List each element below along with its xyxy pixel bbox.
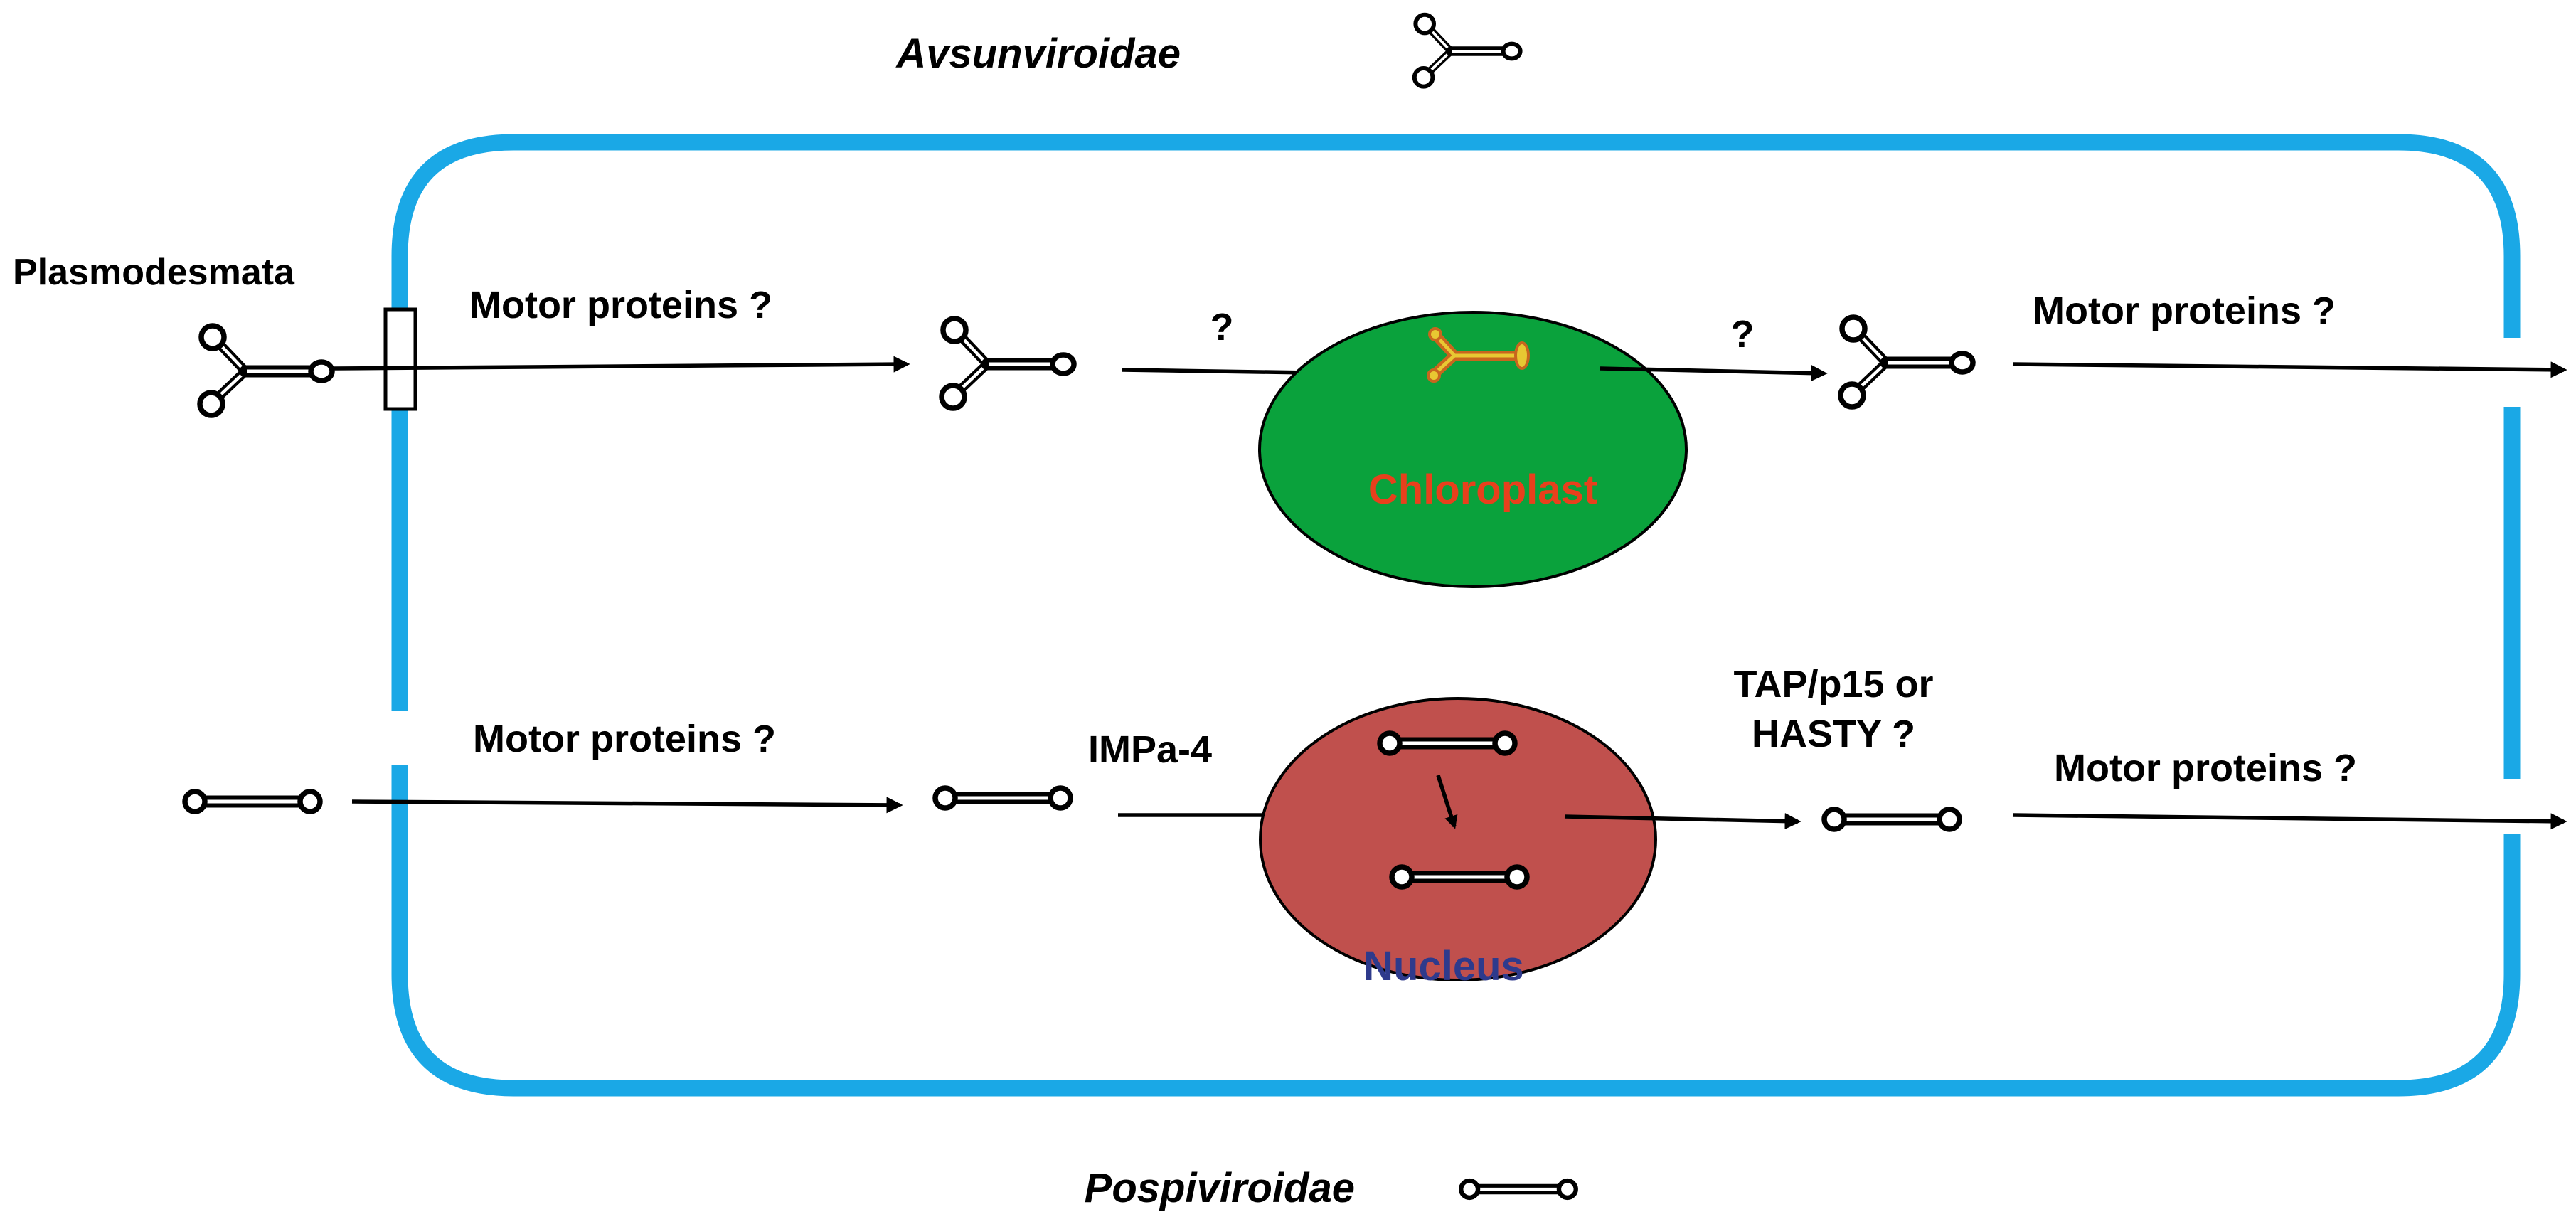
arrow-plasmodesmata-to-cytoplasm bbox=[334, 356, 910, 373]
avsunviroidae-label: Avsunviroidae bbox=[895, 31, 1181, 77]
question-label-chloroplast-export: ? bbox=[1731, 313, 1755, 356]
rod-viroid-exported bbox=[1824, 809, 1959, 829]
nucleus-label: Nucleus bbox=[1363, 943, 1524, 989]
branched-viroid-exported bbox=[1841, 317, 1973, 407]
plasmodesmata-label: Plasmodesmata bbox=[13, 252, 295, 293]
branched-viroid-cytoplasm bbox=[942, 319, 1074, 408]
arrow-nucleus-internal bbox=[1436, 775, 1458, 829]
motor-proteins-label-bottom-left: Motor proteins ? bbox=[473, 718, 776, 760]
arrow-entry-to-cytoplasm-bottom bbox=[351, 797, 903, 814]
question-label-chloroplast-import: ? bbox=[1210, 306, 1234, 349]
arrow-to-next-cell-top bbox=[2012, 361, 2567, 378]
impa4-label: IMPa-4 bbox=[1088, 728, 1212, 771]
motor-proteins-label-top-left: Motor proteins ? bbox=[469, 284, 772, 326]
tap-p15-label-line1: TAP/p15 or bbox=[1733, 663, 1933, 706]
branched-viroid-entering bbox=[200, 326, 332, 415]
arrow-nucleus-export bbox=[1564, 813, 1801, 830]
rod-viroid-icon bbox=[1461, 1181, 1576, 1198]
chloroplast bbox=[1258, 311, 1688, 588]
rod-viroid-cytoplasm bbox=[935, 788, 1070, 808]
cell-wall bbox=[391, 134, 2521, 1097]
arrow-to-next-cell-bottom bbox=[2012, 813, 2567, 830]
pospiviroidae-label: Pospiviroidae bbox=[1085, 1165, 1355, 1211]
motor-proteins-label-bottom-right: Motor proteins ? bbox=[2054, 747, 2357, 789]
nucleus bbox=[1259, 697, 1657, 981]
branched-viroid-icon bbox=[1415, 15, 1521, 87]
rod-viroid-entering bbox=[185, 792, 320, 812]
chloroplast-viroid-icon bbox=[1427, 327, 1530, 383]
plasmodesmata-channel bbox=[383, 307, 417, 411]
tap-p15-label-line2: HASTY ? bbox=[1752, 713, 1915, 755]
arrow-chloroplast-export bbox=[1600, 365, 1828, 382]
motor-proteins-label-top-right: Motor proteins ? bbox=[2033, 289, 2336, 332]
chloroplast-label: Chloroplast bbox=[1368, 467, 1597, 513]
